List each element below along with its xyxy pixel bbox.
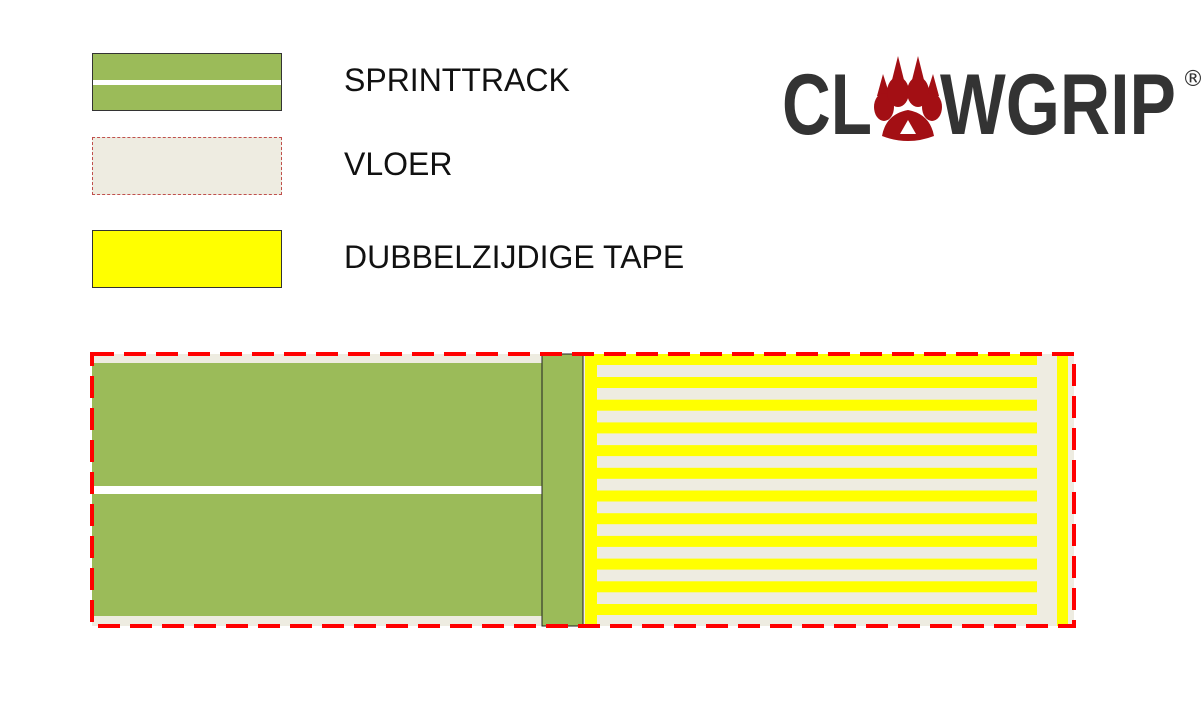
registered-mark: ® bbox=[1182, 67, 1204, 92]
sprinttrack-center-line bbox=[92, 486, 542, 494]
tape-strips bbox=[597, 354, 1037, 615]
tape-strip bbox=[597, 399, 1037, 411]
clawgrip-logo: CL WGRIP ® bbox=[782, 56, 1204, 148]
paw-icon bbox=[874, 56, 942, 141]
legend-label-tape: DUBBELZIJDIGE TAPE bbox=[344, 239, 685, 275]
sprinttrack-lane-top bbox=[92, 363, 542, 486]
tape-strip bbox=[597, 535, 1037, 547]
tape-strip bbox=[597, 377, 1037, 388]
sprinttrack-end-piece bbox=[541, 353, 584, 627]
sprinttrack-lane-bottom bbox=[92, 494, 542, 616]
legend-label-sprinttrack: SPRINTTRACK bbox=[344, 62, 570, 98]
tape-strip bbox=[597, 422, 1037, 434]
tape-strip bbox=[597, 354, 1037, 365]
tape-strip bbox=[597, 467, 1037, 479]
tape-strip bbox=[597, 558, 1037, 570]
legend-swatch-sprinttrack bbox=[92, 53, 282, 111]
logo-text-left: CL bbox=[782, 57, 872, 148]
legend-label-vloer: VLOER bbox=[344, 146, 453, 182]
legend-swatch-vloer bbox=[92, 137, 282, 195]
logo-text-right: WGRIP bbox=[940, 57, 1176, 148]
tape-vertical-left bbox=[585, 354, 597, 626]
floor-outline-dashed bbox=[90, 352, 1076, 628]
legend-swatch-tape bbox=[92, 230, 282, 288]
tape-strip bbox=[597, 581, 1037, 593]
tape-strip bbox=[597, 445, 1037, 457]
tape-strip bbox=[597, 513, 1037, 525]
tape-strip bbox=[597, 490, 1037, 502]
legend-swatch-center-line bbox=[93, 80, 281, 85]
tape-strip bbox=[597, 604, 1037, 615]
tape-vertical-right bbox=[1057, 354, 1068, 626]
